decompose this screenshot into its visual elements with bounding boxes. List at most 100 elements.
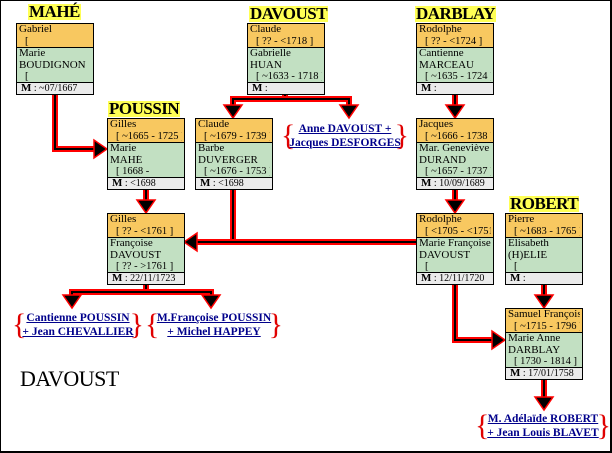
- marriage-row: M : 22/11/1723: [108, 273, 184, 284]
- wife-first-name: Marie: [110, 143, 137, 154]
- husband-section: Pierre[ ~1683 - 1765 ]: [506, 214, 582, 238]
- link-line[interactable]: Jacques DESFORGES: [289, 137, 401, 149]
- husband-name: Jacques: [419, 119, 454, 130]
- arrowhead-icon: [444, 104, 466, 120]
- family-title-robert: ROBERT: [509, 194, 580, 213]
- brace-right-icon: }: [394, 119, 409, 152]
- wife-last-name: BOUDIGNON: [19, 59, 86, 71]
- marriage-date: :: [433, 83, 437, 94]
- connector: [69, 289, 214, 300]
- marriage-row: M : 17/01/1758: [506, 368, 582, 379]
- link-line[interactable]: Anne DAVOUST +: [298, 123, 392, 135]
- wife-last-name: MARCEAU: [419, 59, 475, 71]
- husband-dates: [ ~1683 - 1765 ]: [514, 225, 580, 237]
- link-line[interactable]: Cantienne POUSSIN: [26, 312, 130, 324]
- marriage-row: M : <1698: [108, 178, 184, 189]
- family-title-mahe: MAHÉ: [28, 2, 81, 21]
- couple-box-samuel: Samuel François[ ~1715 - 1796 ] Marie An…: [505, 308, 583, 380]
- husband-dates: [ <1705 - <1751 ]: [425, 225, 491, 237]
- marriage-label: M: [421, 273, 432, 284]
- family-title-darblay: DARBLAY: [415, 4, 497, 23]
- husband-dates: [ ~1715 - 1796 ]: [514, 320, 580, 332]
- wife-last-name: DURAND: [419, 154, 467, 166]
- husband-name: Claude: [198, 119, 230, 130]
- wife-first-name: Gabrielle: [250, 48, 291, 59]
- marriage-label: M: [200, 178, 211, 189]
- marriage-label: M: [421, 178, 432, 189]
- link-line[interactable]: M.Françoise POUSSIN: [156, 312, 272, 324]
- wife-dates: [ ?? - >1761 ]: [116, 261, 174, 272]
- husband-section: Gabriel[: [17, 24, 93, 48]
- marriage-label: M: [510, 273, 521, 284]
- link-madelaide-robert[interactable]: { M. Adélaïde ROBERT + Jean Louis BLAVET…: [475, 409, 611, 442]
- brace-right-icon: }: [268, 308, 283, 341]
- link-line[interactable]: + Jean CHEVALLIER: [22, 326, 134, 338]
- marriage-date: :: [264, 83, 268, 94]
- husband-dates: [ ?? - <1761 ]: [116, 225, 174, 237]
- marriage-row: M : <1698: [196, 178, 272, 189]
- link-cantienne-poussin[interactable]: { Cantienne POUSSIN + Jean CHEVALLIER }: [12, 308, 144, 341]
- marriage-row: M : 12/11/1720: [417, 273, 493, 284]
- marriage-date: :: [522, 273, 526, 284]
- husband-name: Claude: [250, 24, 282, 35]
- brace-right-icon: }: [129, 308, 144, 341]
- marriage-date: : <1698: [212, 178, 244, 189]
- wife-first-name: Françoise: [110, 238, 153, 249]
- arrowhead-icon: [338, 104, 360, 120]
- link-line[interactable]: + Jean Louis BLAVET: [487, 427, 599, 439]
- wife-dates: [ ~1676 - 1753 ]: [204, 166, 270, 177]
- marriage-date: : <1698: [124, 178, 156, 189]
- brace-right-icon: }: [596, 409, 611, 442]
- marriage-date: : 10/09/1689: [433, 178, 485, 189]
- wife-first-name: Marie: [19, 48, 46, 59]
- wife-dates: [ ~1657 - 1737 ]: [425, 166, 491, 177]
- arrowhead-icon: [182, 231, 198, 253]
- wife-first-name: Cantienne: [419, 48, 464, 59]
- link-line[interactable]: + Michel HAPPEY: [167, 326, 261, 338]
- arrowhead-icon: [93, 138, 109, 160]
- marriage-date: : ~07/1667: [33, 83, 78, 94]
- husband-section: Jacques[ ~1666 - 1738 ]: [417, 119, 493, 143]
- wife-dates: [ 1668 -: [116, 166, 150, 177]
- wife-dates: [ 1730 - 1814 ]: [514, 356, 577, 367]
- husband-section: Gilles[ ?? - <1761 ]: [108, 214, 184, 238]
- brace-left-icon: {: [145, 308, 160, 341]
- wife-last-name: (H)ELIE: [508, 249, 548, 261]
- link-anne-davoust[interactable]: { Anne DAVOUST + Jacques DESFORGES }: [281, 119, 409, 152]
- wife-last-name: DAVOUST: [110, 249, 162, 261]
- connector: [452, 284, 494, 343]
- marriage-date: : 17/01/1758: [522, 368, 574, 379]
- brace-left-icon: {: [281, 119, 296, 152]
- family-title-poussin: POUSSIN: [108, 99, 181, 118]
- link-mfrancoise-poussin[interactable]: { M.Françoise POUSSIN + Michel HAPPEY }: [145, 308, 283, 341]
- marriage-label: M: [21, 83, 32, 94]
- wife-dates: [: [25, 71, 29, 82]
- wife-first-name: Mar. Geneviève: [419, 143, 490, 154]
- arrowhead-icon: [444, 199, 466, 215]
- wife-dates: [ ~1633 - 1718 ]: [256, 71, 322, 82]
- brace-left-icon: {: [475, 409, 490, 442]
- wife-last-name: MAHÉ: [110, 154, 143, 166]
- marriage-date: : 22/11/1723: [124, 273, 176, 284]
- wife-dates: [: [514, 261, 518, 272]
- connector: [230, 96, 352, 112]
- husband-dates: [ ~1666 - 1738 ]: [425, 130, 491, 142]
- connector: [52, 94, 96, 152]
- wife-first-name: Barbe: [198, 143, 225, 154]
- arrowhead-icon: [222, 104, 244, 120]
- marriage-row: M : 10/09/1689: [417, 178, 493, 189]
- family-title-davoust: DAVOUST: [249, 4, 329, 23]
- marriage-label: M: [510, 368, 521, 379]
- husband-dates: [: [25, 35, 29, 47]
- link-line[interactable]: M. Adélaïde ROBERT: [487, 413, 599, 425]
- arrowhead-icon: [533, 294, 555, 310]
- wife-first-name: Marie Françoise: [419, 238, 491, 249]
